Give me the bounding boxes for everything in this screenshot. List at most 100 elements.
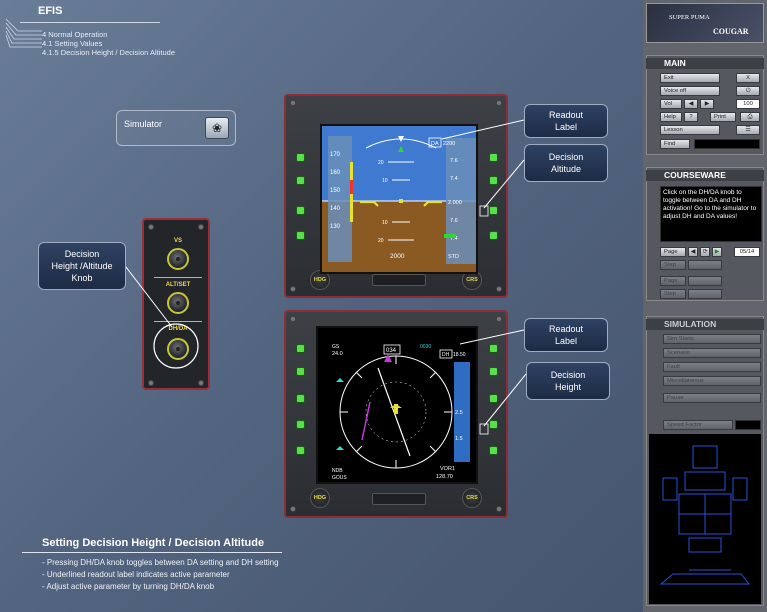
voice-toggle-button[interactable]: ⏻ (736, 86, 760, 96)
voice-row: Voice off ⏻ (660, 86, 760, 96)
exit-key-button[interactable]: X (736, 73, 760, 83)
print-button[interactable]: Print (710, 112, 736, 122)
callout-connectors-nd (459, 329, 527, 435)
dhda-knob[interactable] (167, 338, 189, 360)
knob-highlight-circle (153, 323, 199, 369)
step-controls[interactable] (688, 260, 722, 270)
pause-button[interactable]: Pause (663, 393, 761, 403)
screw (198, 380, 204, 386)
nd-left-button-1[interactable] (296, 344, 305, 353)
voice-off-button[interactable]: Voice off (660, 86, 720, 96)
help-icon[interactable]: ? (684, 112, 698, 122)
altitude-readout: 2000 (390, 253, 405, 260)
find-input[interactable] (694, 139, 760, 149)
breadcrumb-level-2[interactable]: 4.1 Setting Values (42, 39, 103, 48)
nd-left-button-5[interactable] (296, 446, 305, 455)
lesson-row: Lesson ☰ (660, 125, 760, 135)
vs-knob[interactable] (167, 248, 189, 270)
simulation-header: SIMULATION (646, 319, 764, 330)
alt-tick: 7.4 (450, 176, 458, 182)
exit-button[interactable]: Exit (660, 73, 720, 83)
nd-right-button-5[interactable] (489, 446, 498, 455)
callout-decision-altitude: Decision Altitude (524, 144, 608, 182)
print-icon[interactable]: ⎙ (740, 112, 760, 122)
alt-tick: 7.6 (450, 218, 458, 224)
speed-tick: 150 (330, 188, 341, 194)
alt-tick: 7.6 (450, 158, 458, 164)
brand-bottom: COUGAR (713, 27, 749, 36)
breadcrumb-level-1[interactable]: 4 Normal Operation (42, 30, 108, 39)
lesson-divider (22, 552, 282, 553)
scenario-button[interactable]: Scenario (663, 348, 761, 358)
vol-up-button[interactable]: ▶ (700, 99, 714, 109)
course-readout: 034 (386, 348, 397, 354)
nd-brightness-slot (372, 493, 426, 505)
screw (496, 316, 502, 322)
lesson-button[interactable]: Lesson (660, 125, 720, 135)
helicopter-schematic-icon (659, 445, 751, 585)
pfd-hdg-button[interactable]: HDG (310, 270, 330, 290)
nd-right-button-1[interactable] (489, 344, 498, 353)
find-row: Find (660, 139, 760, 149)
nd-left-button-4[interactable] (296, 420, 305, 429)
page2-controls[interactable] (688, 276, 722, 286)
brand-logo: SUPER PUMA COUGAR (646, 3, 764, 43)
page-next-button[interactable]: ▶ (712, 247, 722, 257)
gs-label: GS (332, 344, 340, 350)
nd-left-button-3[interactable] (296, 394, 305, 403)
courseware-header: COURSEWARE (646, 170, 764, 181)
nd-right-button-3[interactable] (489, 394, 498, 403)
callout-connectors-pfd (441, 119, 525, 217)
lesson-menu-icon[interactable]: ☰ (736, 125, 760, 135)
pitch-label: 20 (378, 160, 384, 166)
screw (290, 100, 296, 106)
dh-value: 18.50 (453, 352, 466, 358)
help-button[interactable]: Help (660, 112, 682, 122)
pfd-brightness-slot (372, 274, 426, 286)
screw (496, 506, 502, 512)
pitch-label: 20 (378, 238, 384, 244)
lesson-title: Setting Decision Height / Decision Altit… (42, 537, 265, 549)
nd-unit: HDG CRS 034 (284, 310, 508, 518)
exit-row: Exit X (660, 73, 760, 83)
pfd-right-button-2[interactable] (489, 176, 498, 185)
callout-dhda-knob: Decision Height /Altitude Knob (38, 242, 126, 290)
divider (154, 277, 202, 278)
nd-hdg-button[interactable]: HDG (310, 488, 330, 508)
screw (290, 316, 296, 322)
nd-right-button-4[interactable] (489, 420, 498, 429)
sim-starts-button[interactable]: Sim Starts (663, 334, 761, 344)
page-prev-button[interactable]: ◀ (688, 247, 698, 257)
breadcrumb-level-3[interactable]: 4.1.5 Decision Height / Decision Altitud… (42, 48, 175, 57)
pfd-left-button-3[interactable] (296, 206, 305, 215)
page2-label: Page (660, 276, 686, 286)
pfd-right-button-1[interactable] (489, 153, 498, 162)
nd-right-button-2[interactable] (489, 367, 498, 376)
fault-button[interactable]: Fault (663, 362, 761, 372)
pfd-right-button-4[interactable] (489, 231, 498, 240)
std-label: STD (448, 254, 459, 260)
vor-label: VOR1 (440, 466, 455, 472)
lesson-bullet: - Adjust active parameter by turning DH/… (42, 582, 215, 591)
simulator-button[interactable]: ❀ (205, 117, 229, 139)
pfd-left-button-2[interactable] (296, 176, 305, 185)
vor-value: 128.70 (436, 474, 453, 480)
speed-factor-value (735, 420, 761, 430)
altset-knob[interactable] (167, 292, 189, 314)
speed-factor-button[interactable]: Speed Factor (663, 420, 733, 430)
step2-controls[interactable] (688, 289, 722, 299)
gs-value: 24.0 (332, 351, 343, 357)
pfd-right-button-3[interactable] (489, 206, 498, 215)
nd-left-button-2[interactable] (296, 367, 305, 376)
simulator-label: Simulator (124, 119, 163, 129)
miscellaneous-button[interactable]: Miscellaneous (663, 376, 761, 386)
pfd-left-button-4[interactable] (296, 231, 305, 240)
nd-crs-button[interactable]: CRS (462, 488, 482, 508)
pfd-left-button-1[interactable] (296, 153, 305, 162)
ndb-label: NDB (332, 468, 343, 474)
vol-down-button[interactable]: ◀ (684, 99, 698, 109)
callout-readout-label-bottom: Readout Label (524, 318, 608, 352)
page-home-button[interactable]: ⟳ (700, 247, 710, 257)
find-button[interactable]: Find (660, 139, 690, 149)
courseware-text: Click on the DH/DA knob to toggle betwee… (660, 186, 762, 242)
